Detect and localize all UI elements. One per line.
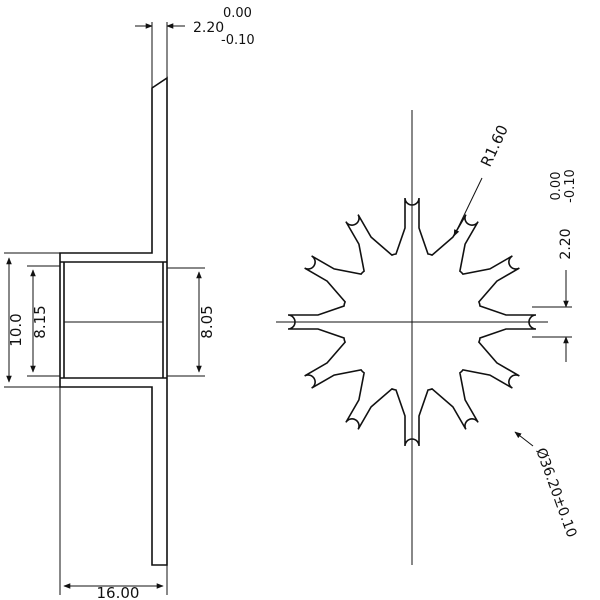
star-heatsink-outline [287, 197, 537, 447]
thickness-value: 2.20 [193, 20, 224, 36]
front-view [276, 110, 572, 565]
side-view [4, 22, 205, 595]
outer-height-label: 10.0 [7, 313, 25, 346]
radius-label: R1.60 [477, 122, 512, 169]
thickness-tol-upper: 0.00 [223, 6, 252, 21]
inner-height-left-label: 8.15 [31, 305, 49, 338]
radius-leader [453, 177, 483, 237]
slot-width-tol-upper: 0.00 [549, 172, 564, 201]
thickness-tol-lower: -0.10 [221, 33, 255, 48]
diameter-label: Ø36.20±0.10 [532, 446, 579, 540]
inner-height-right-label: 8.05 [198, 305, 216, 338]
width-label: 16.00 [97, 584, 140, 600]
flange-outline [59, 76, 168, 566]
diameter-leader [514, 431, 534, 447]
slot-width-value: 2.20 [558, 228, 574, 259]
slot-width-tol-lower: -0.10 [563, 169, 578, 203]
